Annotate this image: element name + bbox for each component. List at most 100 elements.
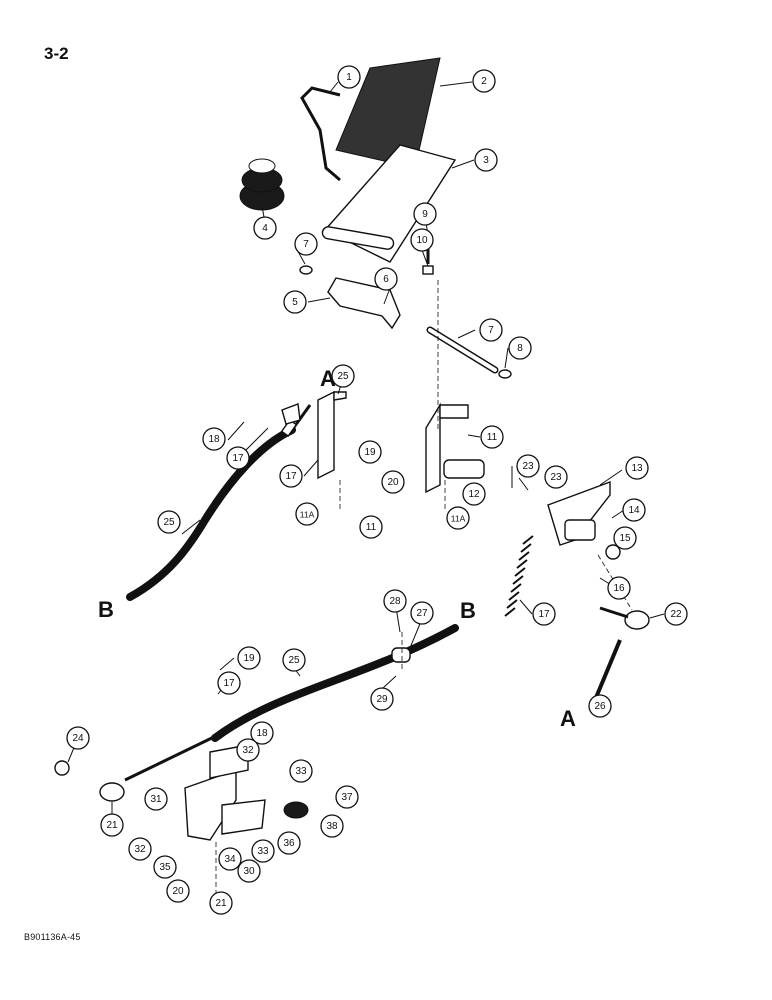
callout-14: 14 [622,498,646,522]
callout-30: 30 [237,859,261,883]
callout-number: 23 [550,472,562,483]
callout-29: 29 [370,687,394,711]
callout-1: 1 [337,65,361,89]
callout-number: 8 [517,343,523,354]
callout-37: 37 [335,785,359,809]
frame-bracket-part [425,402,441,494]
callout-number: 10 [416,235,428,246]
callout-number: 5 [292,297,298,308]
callout-number: 2 [481,76,487,87]
callout-number: 33 [295,766,307,777]
mount-bracket-part [317,390,335,480]
callout-11: 11 [480,425,504,449]
callout-number: 4 [262,223,268,234]
callout-number: 27 [416,608,428,619]
callout-17: 17 [279,464,303,488]
callout-18: 18 [202,427,226,451]
callout-9: 9 [413,202,437,226]
callout-number: 25 [337,371,349,382]
callout-number: 38 [326,821,338,832]
callout-number: 7 [303,239,309,250]
callout-25: 25 [331,364,355,388]
callout-number: 7 [488,325,494,336]
callout-number: 30 [243,866,255,877]
cable-clip-part [281,403,301,425]
callout-27: 27 [410,601,434,625]
ref-letter-a: A [560,706,576,731]
callout-3: 3 [474,148,498,172]
callout-23: 23 [516,454,540,478]
callout-11: 11 [359,515,383,539]
callout-number: 31 [150,794,162,805]
callout-7: 7 [479,318,503,342]
callout-16: 16 [607,576,631,600]
callout-number: 20 [172,886,184,897]
callout-number: 9 [422,209,428,220]
callout-number: 16 [613,583,625,594]
clamp-part [283,801,309,819]
callout-21: 21 [209,891,233,915]
lever-plate-part [547,480,611,546]
callout-number: 34 [224,854,236,865]
callout-number: 37 [341,792,353,803]
callout-number: 26 [594,701,606,712]
callout-18: 18 [250,721,274,745]
callout-5: 5 [283,290,307,314]
callout-11a: 11A [295,502,319,526]
callout-number: 23 [522,461,534,472]
callout-number: 11 [487,432,498,443]
callout-number: 18 [256,728,268,739]
callout-number: 19 [243,653,255,664]
callout-number: 22 [670,609,682,620]
callout-number: 6 [383,274,389,285]
callout-35: 35 [153,855,177,879]
callout-38: 38 [320,814,344,838]
bumper-part [239,158,285,211]
washer-part [498,369,512,379]
callout-number: 21 [106,820,118,831]
callout-number: 19 [364,447,376,458]
callout-20: 20 [166,879,190,903]
callout-number: 35 [159,862,171,873]
callout-22: 22 [664,602,688,626]
callout-28: 28 [383,589,407,613]
callout-number: 36 [283,838,295,849]
wire-rod-part [300,86,341,182]
figure-code: B901136A-45 [24,932,81,942]
callout-number: 29 [376,694,388,705]
cable-end-part [593,639,622,701]
throttle-cable-part [211,624,459,742]
callout-7: 7 [294,232,318,256]
callout-number: 24 [72,733,84,744]
washer-part [299,265,313,275]
callout-number: 11A [300,510,315,520]
callout-34: 34 [218,847,242,871]
callout-number: 17 [538,609,550,620]
callout-21: 21 [100,813,124,837]
callout-number: 17 [232,453,244,464]
callout-number: 32 [242,745,254,756]
ref-letter-b: B [98,597,114,622]
callout-number: 17 [223,678,235,689]
pedal-bracket-part [327,277,401,330]
callout-31: 31 [144,787,168,811]
callout-number: 1 [346,72,352,83]
callout-23: 23 [544,465,568,489]
callout-32: 32 [128,837,152,861]
callout-number: 12 [468,489,480,500]
callout-6: 6 [374,267,398,291]
callout-19: 19 [237,646,261,670]
callout-number: 20 [387,477,399,488]
callout-17: 17 [226,446,250,470]
callout-11a: 11A [446,506,470,530]
callout-number: 11A [451,514,466,524]
callout-8: 8 [508,336,532,360]
callout-25: 25 [157,510,181,534]
callout-number: 17 [285,471,297,482]
callout-number: 33 [257,846,269,857]
callout-number: 14 [628,505,640,516]
ball-joint-part [624,610,650,630]
callout-number: 18 [208,434,220,445]
callout-number: 3 [483,155,489,166]
